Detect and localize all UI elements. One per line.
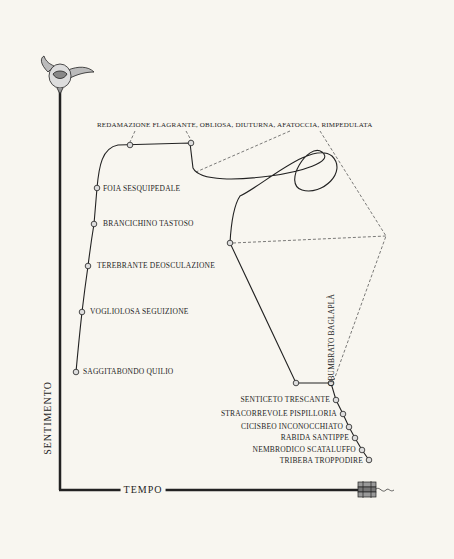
- curve-label: CICISBEO INCONOCCHIATO: [241, 423, 343, 431]
- curve-dot: [188, 140, 194, 146]
- x-axis: [59, 489, 362, 492]
- curve-dot: [79, 309, 85, 315]
- creature-face: [53, 71, 67, 79]
- strap: [363, 481, 364, 498]
- curve-dot: [91, 221, 97, 227]
- curve-label: TEREBRANTE DEOSCULAZIONE: [97, 262, 215, 270]
- feeling-curve: [76, 143, 369, 460]
- curve-label: SENTICETO TRESCANTE: [240, 396, 330, 404]
- curve-dot: [127, 142, 133, 148]
- curve-dot: [340, 411, 346, 417]
- curve-label: NEMBRODICO SCATALUFFO: [253, 446, 356, 454]
- curve-dot: [73, 369, 79, 375]
- stick: [358, 487, 376, 492]
- stick: [358, 482, 376, 487]
- callout-title: REDAMAZIONE FLAGRANTE, OBLIOSA, DIUTURNA…: [97, 122, 372, 129]
- curve-dot: [94, 185, 100, 191]
- axis-title: SENTIMENTO: [43, 381, 53, 455]
- axis-title: TEMPO: [121, 485, 166, 495]
- curve-label: OBUMBRATO BAGLAPLÀ: [328, 294, 336, 386]
- callout-lines: [130, 131, 386, 380]
- creature-illustration: [41, 56, 94, 94]
- callout-line: [186, 131, 191, 140]
- creature-body: [49, 64, 71, 88]
- curve-dot: [333, 397, 339, 403]
- wing-right: [68, 67, 94, 78]
- callout-line: [196, 131, 290, 172]
- curve-label: VOGLIOLOSA SEGUIZIONE: [90, 308, 189, 316]
- curve-dot: [359, 447, 365, 453]
- curve-dot: [85, 263, 91, 269]
- curve-dot: [352, 435, 358, 441]
- callout-line: [130, 131, 135, 142]
- curve-dot: [366, 457, 372, 463]
- axes: [59, 88, 362, 490]
- curve-label: STRACORREVOLE PISPILLORIA: [221, 410, 337, 418]
- curve-dots: [73, 140, 372, 463]
- strap: [371, 481, 372, 498]
- creature-tail: [57, 88, 63, 94]
- curve-label: BRANCICHINO TASTOSO: [103, 220, 194, 228]
- curve-label: SAGGITABONDO QUILIO: [83, 368, 173, 376]
- stick: [358, 492, 376, 497]
- y-axis: [59, 88, 62, 490]
- fuse: [376, 488, 394, 491]
- curve-label: RABIDA SANTIPPE: [281, 434, 349, 442]
- callout-line: [233, 236, 386, 243]
- curve-dot: [227, 240, 233, 246]
- curve-dot: [346, 424, 352, 430]
- dynamite-illustration: [358, 481, 394, 498]
- curve-label: FOIA SESQUIPEDALE: [103, 185, 180, 193]
- curve-label: TRIBEBA TROPPODIRE: [280, 457, 363, 465]
- curve-dot: [293, 380, 299, 386]
